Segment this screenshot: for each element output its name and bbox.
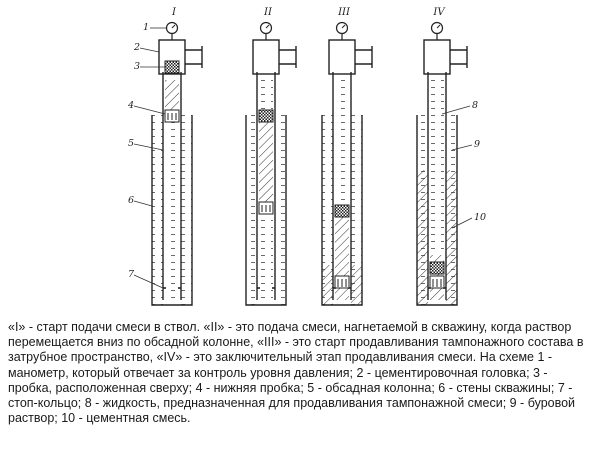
annulus-cement-left (322, 265, 333, 305)
top-plug (258, 109, 274, 123)
annulus-mud-left (152, 115, 163, 305)
gauge-needle (436, 24, 441, 29)
head-inlet-pipe (185, 49, 202, 65)
stage-label: IV (432, 7, 446, 18)
well-stage-4: IV (416, 7, 468, 306)
callout-leader-4 (133, 105, 166, 115)
casing-cement (259, 118, 273, 210)
well-stage-1: I (151, 7, 203, 306)
top-plug (334, 204, 350, 218)
casing-displacement-fluid (259, 80, 273, 118)
top-plug (429, 261, 445, 275)
pressure-gauge-icon (165, 21, 179, 35)
bottom-plug-channels (432, 279, 442, 287)
caption-text: «I» - старт подачи смеси в ствол. «II» -… (8, 320, 587, 426)
annulus-cement-right (446, 170, 457, 305)
stage-label: I (171, 7, 177, 18)
annulus-mud-right (351, 115, 362, 305)
callout-label-5: 5 (128, 138, 134, 149)
stage-label: III (337, 7, 351, 18)
callout-leader-10 (451, 217, 473, 229)
borehole-wall (321, 115, 363, 306)
callout-label-3: 3 (134, 61, 140, 72)
top-plug (164, 60, 180, 74)
head-inlet-pipe (450, 49, 467, 65)
annulus-cement-right (351, 265, 362, 305)
borehole-wall (151, 115, 193, 306)
cementing-head (328, 39, 356, 75)
borehole-wall (245, 115, 287, 306)
annulus-mud-right (181, 115, 192, 305)
pressure-gauge-icon (430, 21, 444, 35)
pressure-gauge-icon (259, 21, 273, 35)
callout-label-4: 4 (127, 100, 134, 111)
casing-displacement-fluid (430, 80, 444, 255)
callout-label-2: 2 (133, 42, 140, 53)
annulus-mud-left (246, 115, 257, 305)
cementing-head (423, 39, 451, 75)
callout-leader-8 (441, 105, 471, 115)
callout-leader-5 (133, 143, 164, 151)
callout-leader-6 (133, 200, 153, 207)
gauge-needle (265, 24, 270, 29)
pressure-gauge-icon (335, 21, 349, 35)
callout-label-1: 1 (143, 22, 149, 33)
gauge-needle (171, 24, 176, 29)
bottom-plug-channels (167, 113, 177, 120)
well-stage-2: II (245, 7, 297, 306)
callout-label-8: 8 (472, 100, 478, 111)
casing-mud (165, 120, 179, 300)
callout-label-6: 6 (128, 195, 134, 206)
annulus-mud-left (322, 115, 333, 305)
casing-mud (259, 210, 273, 300)
annulus-cement-left (417, 170, 428, 305)
bottom-plug-channels (337, 279, 347, 287)
well-stage-3: III (321, 7, 373, 306)
callout-leader-2 (139, 47, 160, 53)
borehole-wall (416, 115, 458, 306)
callout-label-9: 9 (474, 139, 480, 150)
callout-leader-9 (451, 144, 473, 151)
gauge-needle (341, 24, 346, 29)
callout-label-10: 10 (474, 212, 486, 223)
cementing-head (252, 39, 280, 75)
callout-label-7: 7 (128, 269, 135, 280)
head-inlet-pipe (355, 49, 372, 65)
stage-label: II (263, 7, 273, 18)
casing-displacement-fluid (335, 80, 349, 210)
callout-leader-7 (133, 274, 164, 289)
head-inlet-pipe (279, 49, 296, 65)
bottom-plug-channels (261, 205, 271, 212)
annulus-mud-right (275, 115, 286, 305)
